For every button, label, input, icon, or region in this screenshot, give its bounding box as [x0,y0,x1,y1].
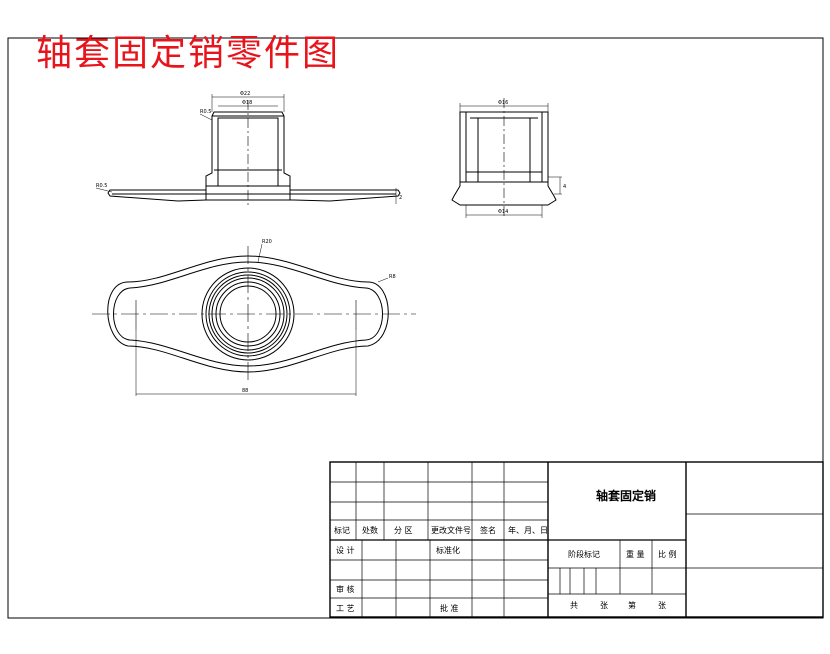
drawing-frame [7,37,824,619]
plan-view [92,243,416,396]
standardization-label: 标准化 [436,545,460,555]
dim-plan-span: 88 [242,388,248,394]
dim-side-bottom: Φ14 [498,209,508,215]
rev-header-mark: 标记 [334,525,350,535]
weight-label: 重 量 [626,549,645,559]
approve-label: 批 准 [440,603,459,613]
sheets-current-prefix: 第 [628,600,636,610]
page-title: 轴套固定销零件图 [36,33,341,74]
side-view [451,98,562,218]
dim-front-top-outer: Φ22 [240,91,250,97]
process-label: 工 艺 [336,604,355,613]
rev-header-sign: 签名 [480,525,496,535]
dim-front-base-right: 2 [399,195,402,201]
check-label: 审 核 [336,584,355,594]
dim-front-base-left: R0.5 [96,183,107,189]
stage-label: 阶段标记 [568,549,600,559]
part-name: 轴套固定销 [596,488,656,503]
front-view [95,94,401,206]
rev-header-date: 年、月、日 [508,525,548,535]
dim-plan-outer-radius: R20 [262,239,272,245]
sheets-total-suffix: 张 [600,601,608,610]
sheets-current-suffix: 张 [658,601,666,610]
rev-header-doc: 更改文件号 [431,525,471,535]
designer-label: 设 计 [336,545,355,555]
rev-header-count: 处数 [362,525,378,535]
dim-side-top: Φ16 [498,100,508,106]
dim-side-height: 4 [563,184,566,190]
dim-plan-end-radius: R8 [389,274,396,280]
scale-label: 比 例 [658,549,677,559]
rev-header-zone: 分 区 [394,526,413,535]
sheets-total-prefix: 共 [570,601,578,610]
title-block [329,461,824,618]
dim-front-wall: R0.5 [200,109,211,115]
dim-front-top-inner: Φ18 [242,100,252,106]
